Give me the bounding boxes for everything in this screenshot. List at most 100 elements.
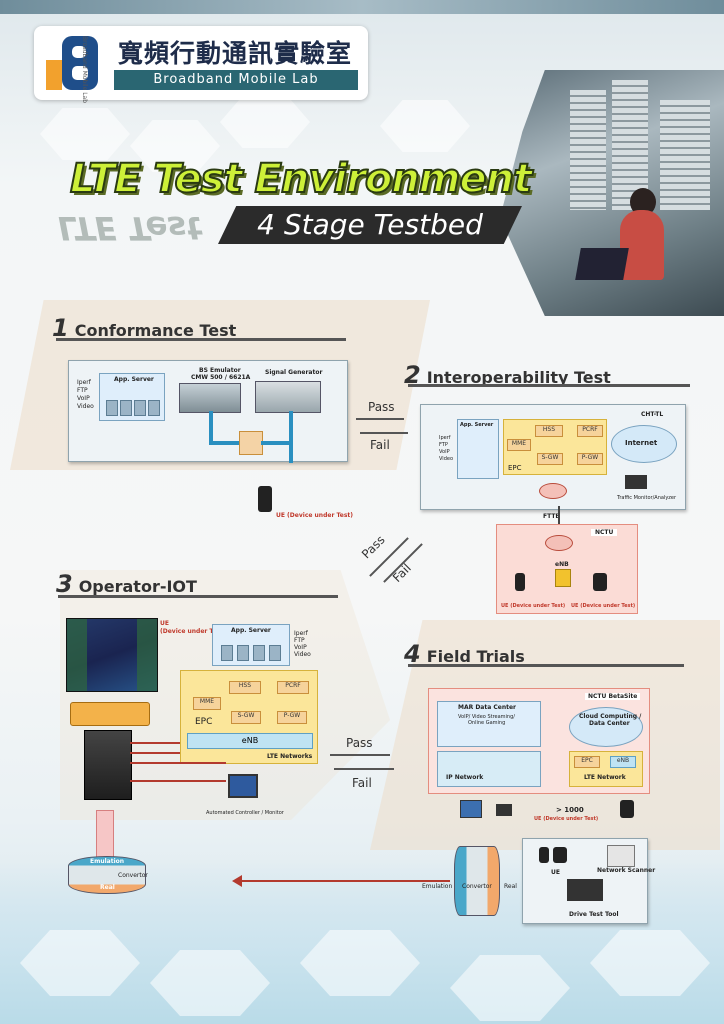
- ue-phone-icon: [258, 486, 272, 512]
- ue-dut-right-label: UE (Device under Test): [571, 603, 636, 609]
- sgw-node: S-GW: [537, 453, 563, 465]
- service-voip: VoIP: [439, 449, 450, 455]
- service-list: Iperf FTP VoIP Video: [439, 435, 453, 463]
- pcrf-node: PCRF: [277, 681, 309, 694]
- logo-english-title: Broadband Mobile Lab: [114, 70, 358, 90]
- title-reflection: LTE Test: [58, 209, 202, 247]
- flow-arrow: [356, 418, 404, 420]
- ue-count-label: > 1000: [556, 806, 584, 814]
- mar-data-center-box: MAR Data Center VoIP/ Video Streaming/ O…: [437, 701, 541, 747]
- app-server-box: App. Server: [99, 373, 165, 421]
- convertor-up-arrow: [96, 810, 114, 862]
- section-3-rule: [58, 595, 338, 598]
- pgw-node: P-GW: [577, 453, 603, 465]
- lte-network-label: LTE Network: [584, 774, 626, 781]
- epc-label: EPC: [195, 717, 213, 727]
- section-title: Interoperability Test: [426, 368, 611, 387]
- mme-node: MME: [507, 439, 531, 451]
- emulation-label: Emulation: [422, 883, 453, 890]
- bs-model-label: CMW 500 / 6621A: [191, 374, 251, 381]
- server-icon: [269, 645, 281, 661]
- app-server-label: App. Server: [231, 627, 271, 634]
- link-line: [130, 742, 180, 744]
- signal-generator-label: Signal Generator: [265, 369, 323, 376]
- service-voip: VoIP: [77, 395, 90, 402]
- return-arrow: [240, 880, 450, 882]
- traffic-monitor-label: Traffic Monitor/Analyzer: [617, 495, 677, 501]
- section-number: 2: [404, 361, 421, 389]
- convertor-label: Convertor: [462, 883, 492, 890]
- real-label: Real: [504, 883, 517, 890]
- controller-rack: [84, 730, 132, 800]
- service-video: Video: [294, 651, 311, 658]
- lab-logo-icon: [46, 36, 98, 90]
- hss-node: HSS: [535, 425, 563, 437]
- controller-label: Automated Controller / Monitor: [206, 810, 284, 816]
- internet-label: Internet: [625, 439, 658, 447]
- bg-hex: [150, 950, 270, 1016]
- link-line: [261, 441, 291, 445]
- bg-hex: [130, 120, 220, 172]
- server-icon: [148, 400, 160, 416]
- lte-network-box: EPC eNB LTE Network: [569, 751, 643, 787]
- desktop-icon: [460, 800, 482, 818]
- equipment-rack: [660, 100, 710, 210]
- enb-bar: eNB: [187, 733, 313, 749]
- section-number: 3: [56, 570, 73, 598]
- ue-label: UE: [160, 620, 169, 627]
- service-video: Video: [439, 456, 454, 462]
- bg-hex: [450, 955, 570, 1021]
- app-server-label: App. Server: [460, 422, 494, 428]
- bg-hex: [590, 930, 710, 996]
- service-iperf: Iperf: [294, 630, 308, 637]
- section-number: 4: [404, 640, 421, 668]
- bg-hex: [220, 96, 310, 148]
- pcrf-node: PCRF: [577, 425, 603, 437]
- laptop-icon: [496, 804, 512, 816]
- link-line: [209, 411, 213, 443]
- link-line: [130, 780, 226, 782]
- pgw-node: P-GW: [277, 711, 307, 724]
- flow-fail-label: Fail: [352, 776, 372, 790]
- flow-arrow: [360, 432, 408, 434]
- hss-node: HSS: [229, 681, 261, 694]
- service-ftp: FTP: [439, 442, 448, 448]
- ue-tablet-icon: [620, 800, 634, 818]
- server-icon: [134, 400, 146, 416]
- service-voip: VoIP: [294, 644, 307, 651]
- epc-label: EPC: [508, 464, 522, 472]
- flow-fail-label: Fail: [370, 438, 390, 452]
- lte-networks-box: EPC HSS PCRF MME S-GW P-GW eNB LTE Netwo…: [180, 670, 318, 764]
- network-scanner-icon: [607, 845, 635, 867]
- interop-panel: CHT-TL Iperf FTP VoIP Video App. Server …: [420, 404, 686, 510]
- bg-hex: [20, 930, 140, 996]
- flow-pass-label: Pass: [358, 532, 388, 562]
- section-4-rule: [408, 664, 684, 667]
- lab-photo: [500, 70, 724, 316]
- operator-label: CHT-TL: [641, 411, 664, 418]
- server-icon: [237, 645, 249, 661]
- bg-hex: [380, 100, 470, 152]
- ue-test-chamber-image: [66, 618, 158, 692]
- fttb-link: [558, 506, 560, 528]
- combiner-block: [239, 431, 263, 455]
- enb-node: eNB: [610, 756, 636, 768]
- lte-networks-label: LTE Networks: [267, 753, 313, 760]
- ue-phone-icon: [539, 847, 549, 863]
- drive-test-label: Drive Test Tool: [569, 911, 619, 918]
- person: [620, 210, 664, 280]
- enb-antenna-icon: [555, 569, 571, 587]
- convertor-label: Convertor: [118, 872, 148, 879]
- top-band: [0, 0, 724, 14]
- ue-dut-label: UE (Device under Test): [534, 816, 599, 822]
- service-video: Video: [77, 403, 94, 410]
- cloud-icon: [569, 707, 643, 747]
- logo-chinese-title: 寬頻行動通訊實驗室: [118, 39, 353, 68]
- cloud-label: Data Center: [589, 720, 630, 727]
- section-1-rule: [56, 338, 346, 341]
- app-server-box: App. Server: [212, 624, 290, 666]
- section-2-heading: 2 Interoperability Test: [404, 361, 611, 389]
- flow-arrow: [330, 754, 390, 756]
